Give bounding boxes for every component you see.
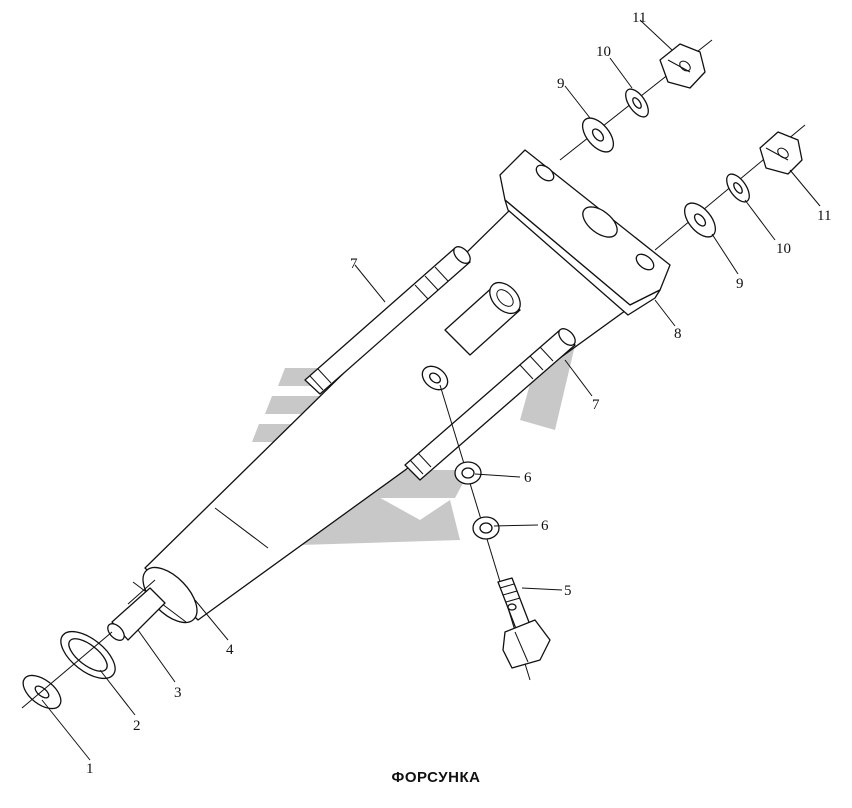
nut-11-lower (759, 131, 803, 175)
callout-11-upper: 11 (632, 10, 646, 26)
callout-5: 5 (564, 583, 572, 599)
banjo-bolt (497, 577, 551, 669)
callout-10-lower: 10 (776, 241, 791, 257)
callout-10-upper: 10 (596, 44, 611, 60)
callout-7-lower: 7 (592, 397, 600, 413)
washer-1 (22, 674, 62, 710)
inlet-fitting (444, 281, 521, 356)
washer-10-upper (625, 88, 649, 118)
callout-8: 8 (674, 326, 682, 342)
washer-9-lower (683, 202, 717, 238)
callout-9-lower: 9 (736, 276, 744, 292)
nozzle-tip (107, 579, 166, 641)
callout-6-upper: 6 (524, 470, 532, 486)
washer-6-lower (472, 516, 500, 540)
stud-lower (404, 328, 576, 481)
callout-3: 3 (174, 685, 182, 701)
flange (499, 149, 671, 316)
callout-11-lower: 11 (817, 208, 831, 224)
callout-6-lower: 6 (541, 518, 549, 534)
callout-1: 1 (86, 761, 94, 777)
callout-2: 2 (133, 718, 141, 734)
washer-6-upper (454, 461, 482, 485)
nut-11-upper (659, 43, 706, 89)
stud-upper (304, 246, 471, 395)
gasket-2 (60, 630, 116, 680)
washer-10-lower (726, 173, 750, 203)
callout-7-upper: 7 (350, 256, 358, 272)
banjo-fitting (421, 365, 449, 391)
callout-9-upper: 9 (557, 76, 565, 92)
callout-4: 4 (226, 642, 234, 658)
axis-line (21, 631, 113, 709)
washer-9-upper (581, 117, 615, 153)
leader-lines (41, 19, 821, 761)
diagram-title: ФОРСУНКА (392, 769, 481, 786)
injector-body (132, 204, 641, 624)
